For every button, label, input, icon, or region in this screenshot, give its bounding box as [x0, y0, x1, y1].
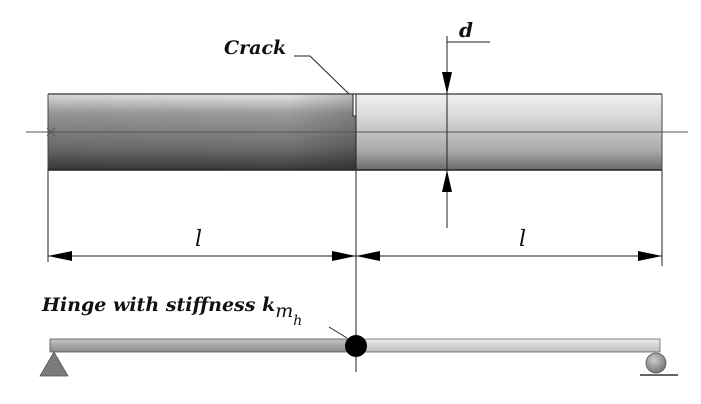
diameter-label: d: [459, 18, 473, 42]
left-length-label: l: [195, 227, 202, 252]
hinge-label-sub-m: m: [275, 300, 293, 322]
hinge-label-text: Hinge with stiffness k: [41, 294, 275, 316]
right-span-arrow-end: [638, 251, 662, 261]
pin-support-triangle-icon: [39, 351, 69, 377]
length-dimensions: l l: [47, 94, 663, 372]
right-span-arrow-start: [356, 251, 380, 261]
left-span-arrow-end: [332, 251, 356, 261]
right-length-label: l: [519, 227, 526, 252]
beam-model: [39, 326, 678, 377]
crack-label: Crack: [224, 37, 286, 59]
hinge-label: Hinge with stiffness kmh: [41, 294, 302, 329]
diameter-arrow-top: [442, 72, 452, 94]
diameter-arrow-bottom: [442, 170, 452, 192]
roller-support-circle-icon: [645, 352, 667, 374]
left-span-arrow-start: [48, 251, 72, 261]
hinge-label-sub-h: h: [293, 313, 302, 329]
diameter-dimension: d: [442, 18, 490, 228]
hinge-dot-icon: [345, 335, 367, 357]
hinge-leader: [328, 326, 348, 339]
beam-right-segment: [357, 338, 661, 353]
crack-leader: [294, 55, 350, 95]
beam-left-segment: [49, 338, 355, 353]
centerline-left-mark: [46, 127, 56, 137]
